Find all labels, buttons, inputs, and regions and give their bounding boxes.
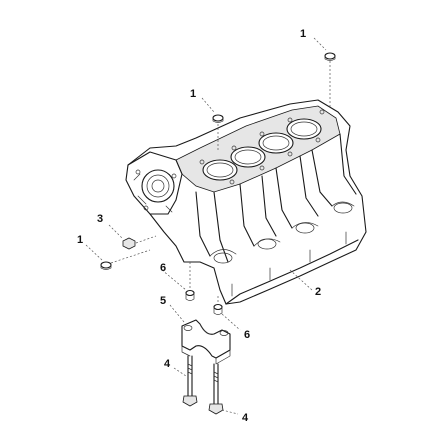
callout-dowel-right: 6 [244, 329, 250, 341]
dowel-left [161, 262, 195, 301]
core-plug-top-right [313, 37, 336, 108]
core-plug-top-center [201, 97, 224, 150]
cylinder-bores [202, 118, 322, 181]
dowel-right [213, 296, 241, 331]
callout-plug-top-right: 1 [300, 28, 306, 40]
leader-block [289, 269, 313, 291]
main-bearing-webs [209, 201, 355, 264]
callout-bolt-upper: 4 [164, 358, 171, 370]
callout-plug-left: 1 [77, 234, 83, 246]
nut-left [108, 224, 157, 250]
block-front-face [127, 151, 183, 215]
main-bearing-cap [169, 304, 231, 365]
callout-bearing-cap: 5 [160, 295, 166, 307]
callout-nut-left: 3 [97, 213, 103, 225]
callout-plug-top-center: 1 [190, 88, 196, 100]
main-bearing-bolt-upper [173, 355, 198, 407]
cylinder-block [125, 99, 367, 305]
deck-bolt-holes [199, 109, 325, 185]
core-plug-left [85, 244, 151, 270]
callout-cylinder-block: 2 [315, 286, 321, 298]
callout-bolt-lower: 4 [242, 412, 249, 424]
callout-dowel-left: 6 [160, 262, 166, 274]
main-bearing-bolt-lower [208, 363, 239, 415]
block-side-ribs [195, 133, 357, 263]
